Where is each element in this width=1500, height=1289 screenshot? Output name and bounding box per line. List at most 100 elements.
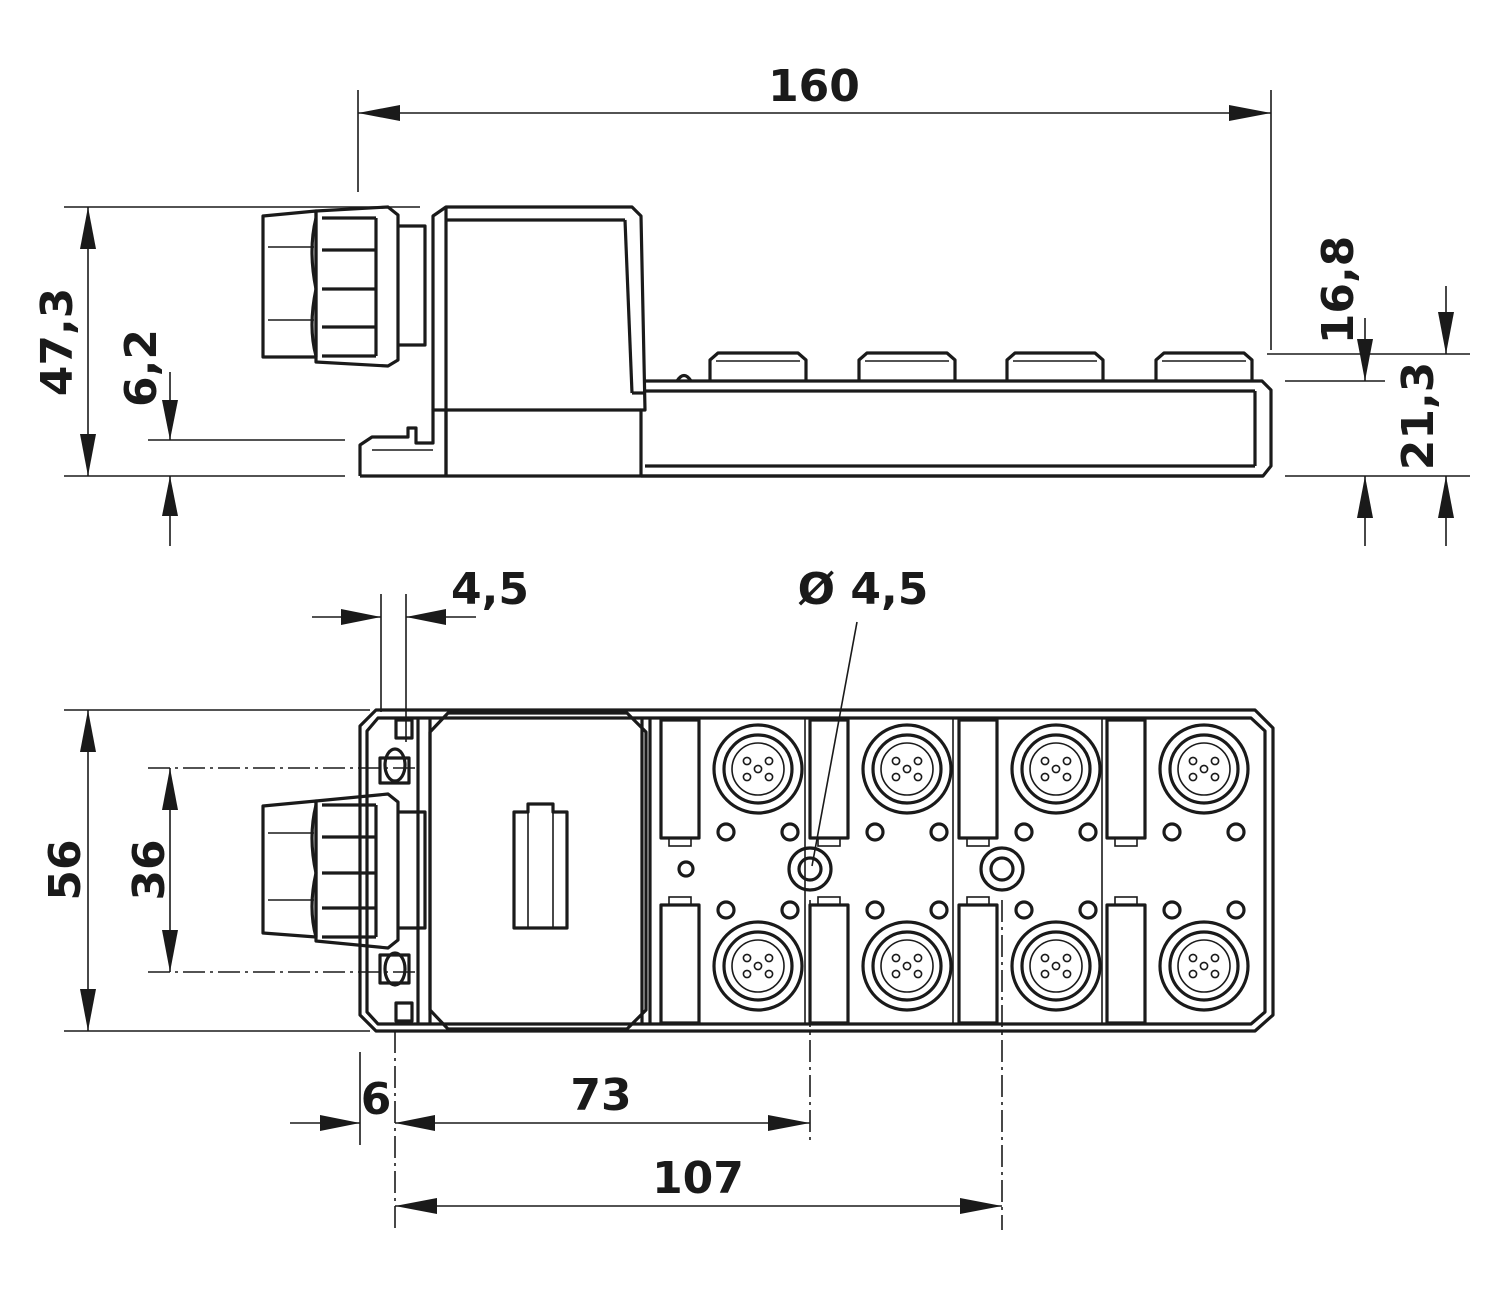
socket-2-3-cap	[957, 903, 999, 1025]
socket-2-1-pin-1	[753, 961, 763, 971]
mounting-hole-1-inner	[797, 856, 823, 882]
side-housing	[358, 205, 1263, 478]
socket-2-4-face	[1177, 939, 1231, 993]
socket-1-3-cap	[957, 718, 999, 840]
socket-1-1-pin-1	[753, 764, 763, 774]
top-view-dimensions	[64, 594, 1003, 1230]
latch-bottom	[394, 1001, 414, 1023]
dim-flange-hole-width: 4,5	[451, 564, 529, 615]
socket-2-2-face	[880, 939, 934, 993]
socket-1-1-cap	[659, 718, 701, 840]
socket-2-3-pin-2	[1040, 953, 1050, 963]
socket-2-1-hole-a	[716, 900, 736, 920]
socket-1-3-cap-tab	[966, 837, 990, 847]
socket-1-1-ring	[722, 733, 794, 805]
socket-2-3-hole-b	[1078, 900, 1098, 920]
socket-1-1-hole-a	[716, 822, 736, 842]
socket-1-2-cap	[808, 718, 850, 840]
socket-2-2-cap-tab	[817, 896, 841, 906]
side-view	[261, 205, 1273, 478]
socket-2-3-ring	[1020, 930, 1092, 1002]
socket-2-4-pin-2	[1188, 953, 1198, 963]
socket-2-4-cap	[1105, 903, 1147, 1025]
socket-1-2-pin-2	[891, 756, 901, 766]
socket-2-1-pin-4	[742, 969, 752, 979]
socket-2-1-cap-tab	[668, 896, 692, 906]
socket-1-4-hole-a	[1162, 822, 1182, 842]
dim-overall-width: 56	[40, 839, 91, 900]
socket-1-1	[712, 723, 804, 815]
socket-2-1-hole-b	[780, 900, 800, 920]
top-view	[261, 708, 1275, 1033]
dim-hole-spacing: 36	[124, 839, 175, 900]
socket-1-4-hole-b	[1226, 822, 1246, 842]
socket-2-2-pin-1	[902, 961, 912, 971]
socket-1-4-ring	[1168, 733, 1240, 805]
socket-1-3-pin-2	[1040, 756, 1050, 766]
socket-1-3-pin-1	[1051, 764, 1061, 774]
socket-area	[659, 718, 1250, 1025]
socket-2-4-pin-3	[1210, 953, 1220, 963]
socket-1-4-pin-3	[1210, 756, 1220, 766]
dim-edge-offset: 6	[361, 1074, 392, 1125]
dim-hole-distance-1: 73	[570, 1070, 631, 1121]
socket-1-4-pin-2	[1188, 756, 1198, 766]
socket-2-3-cap-tab	[966, 896, 990, 906]
socket-1-2-pin-4	[891, 772, 901, 782]
dim-base-offset: 16,8	[1313, 236, 1364, 345]
socket-2-2-pin-2	[891, 953, 901, 963]
socket-1-1-face	[731, 742, 785, 796]
dim-overall-height: 47,3	[32, 288, 83, 397]
dim-hole-distance-2: 107	[652, 1153, 744, 1204]
dimension-labels: 160 47,3 6,2 16,8 21,3 4,5 Ø 4,5 56 36 6…	[32, 61, 1444, 1204]
socket-1-3	[1010, 723, 1102, 815]
socket-1-3-pin-5	[1062, 772, 1072, 782]
mounting-hole-1	[787, 846, 833, 892]
socket-2-1-cap	[659, 903, 701, 1025]
socket-2-2-pin-4	[891, 969, 901, 979]
socket-2-4-hole-b	[1226, 900, 1246, 920]
socket-1-2-cap-tab	[817, 837, 841, 847]
socket-2-3-face	[1029, 939, 1083, 993]
dim-overall-length: 160	[768, 61, 860, 112]
socket-1-2	[861, 723, 953, 815]
socket-2-1	[712, 920, 804, 1012]
socket-1-3-hole-a	[1014, 822, 1034, 842]
socket-1-2-face	[880, 742, 934, 796]
socket-2-2	[861, 920, 953, 1012]
socket-2-1-ring	[722, 930, 794, 1002]
dim-flange-height: 6,2	[116, 329, 167, 407]
socket-2-4-cap-tab	[1114, 896, 1138, 906]
socket-1-1-hole-b	[780, 822, 800, 842]
socket-2-2-ring	[871, 930, 943, 1002]
socket-1-2-pin-3	[913, 756, 923, 766]
socket-1-3-hole-b	[1078, 822, 1098, 842]
latch-top	[394, 718, 414, 740]
socket-2-1-pin-3	[764, 953, 774, 963]
socket-1-4-pin-4	[1188, 772, 1198, 782]
led-window	[512, 802, 569, 930]
socket-1-3-pin-3	[1062, 756, 1072, 766]
socket-1-2-pin-1	[902, 764, 912, 774]
socket-1-2-hole-a	[865, 822, 885, 842]
socket-1-1-cap-tab	[668, 837, 692, 847]
socket-2-3-pin-3	[1062, 953, 1072, 963]
socket-2-2-cap	[808, 903, 850, 1025]
mounting-hole-2	[979, 846, 1025, 892]
slot-hole-bottom	[383, 951, 407, 987]
socket-1-2-hole-b	[929, 822, 949, 842]
socket-1-2-ring	[871, 733, 943, 805]
socket-2-1-pin-2	[742, 953, 752, 963]
side-base	[641, 351, 1273, 478]
socket-2-4-ring	[1168, 930, 1240, 1002]
mounting-hole-2-inner	[989, 856, 1015, 882]
socket-2-3-pin-4	[1040, 969, 1050, 979]
socket-1-3-ring	[1020, 733, 1092, 805]
socket-2-2-pin-5	[913, 969, 923, 979]
socket-1-2-pin-5	[913, 772, 923, 782]
side-view-dimensions	[64, 90, 1470, 546]
socket-1-4-pin-1	[1199, 764, 1209, 774]
socket-2-1-pin-5	[764, 969, 774, 979]
socket-2-4-pin-5	[1210, 969, 1220, 979]
